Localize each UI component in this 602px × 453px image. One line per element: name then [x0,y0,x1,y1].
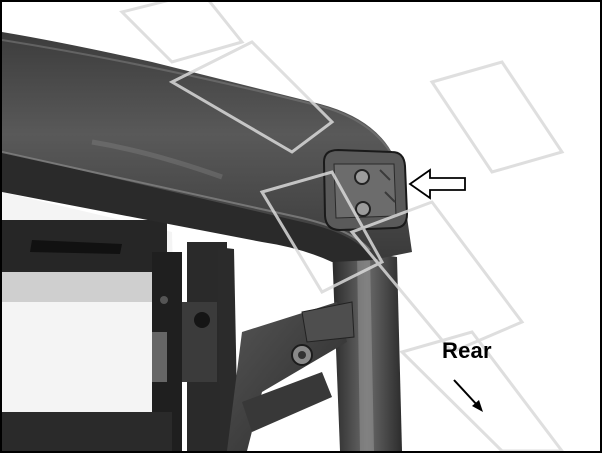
cab-interior [2,192,227,451]
callout-arrow-icon [408,168,466,200]
screw-upper [354,169,370,185]
screw-lower [355,201,371,217]
rear-label: Rear [442,338,492,363]
door-hinge [227,301,355,451]
direction-arrow-icon [453,379,483,412]
roof-rail [2,32,412,262]
rear-pillar [217,247,402,451]
watermark [119,2,565,451]
corner-cap [322,148,409,232]
